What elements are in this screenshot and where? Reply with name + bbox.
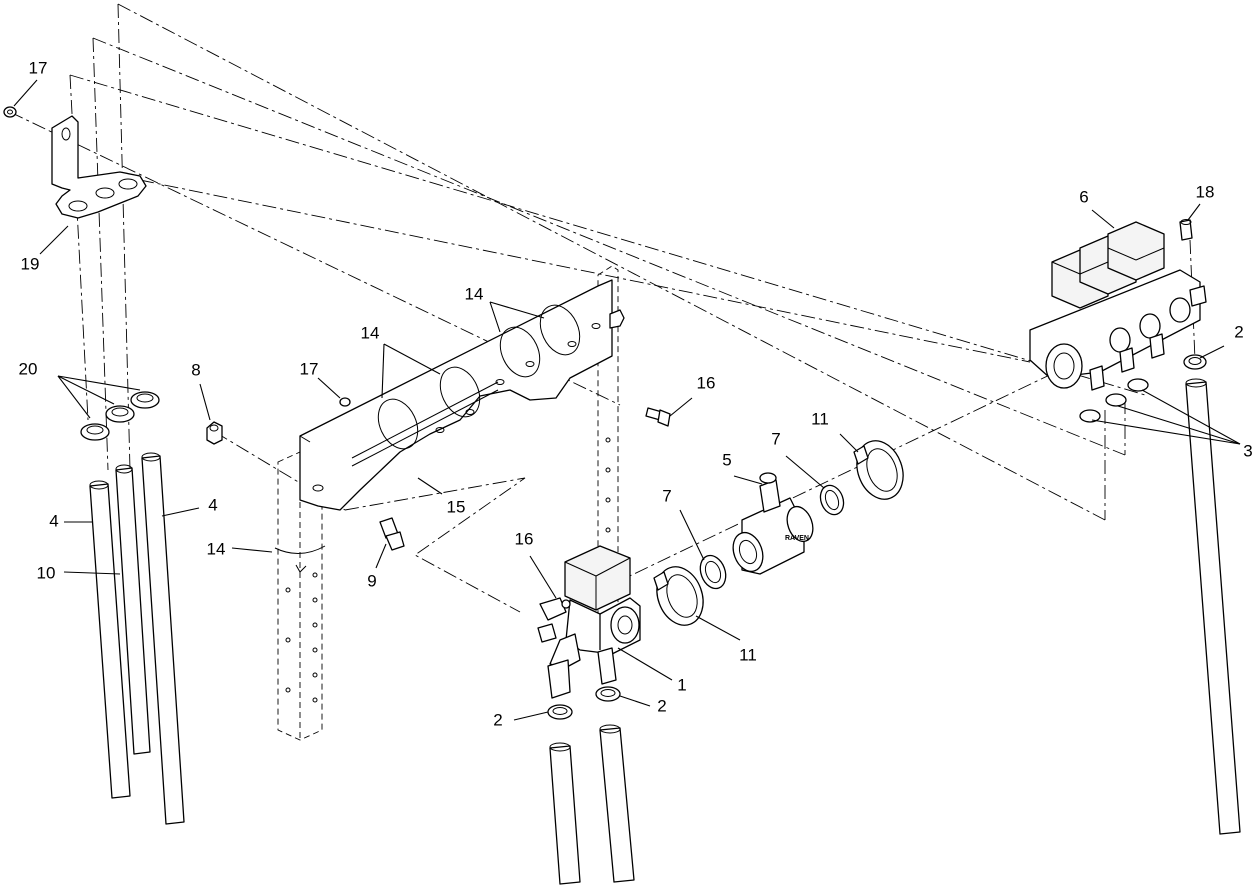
callout-16-valve: 16 — [515, 529, 534, 548]
callout-4-left: 4 — [49, 511, 58, 530]
clamp-11-left — [653, 566, 704, 626]
callout-8: 8 — [191, 360, 200, 379]
callout-15: 15 — [447, 497, 466, 516]
callout-17-plate: 17 — [300, 359, 319, 378]
callout-2-mid: 2 — [657, 696, 666, 715]
nut-8 — [206, 421, 223, 445]
callout-2-left: 2 — [493, 710, 502, 729]
callout-17-top: 17 — [29, 58, 48, 77]
manifold-valve — [1029, 221, 1207, 391]
callout-14-post: 14 — [207, 539, 226, 558]
fitting-18 — [1179, 219, 1193, 241]
flowmeter-brand: RAVEN — [785, 535, 809, 542]
callout-14-plate-right: 14 — [465, 284, 484, 303]
bolt-16-right — [645, 407, 671, 427]
callout-11-right: 11 — [811, 409, 829, 428]
grommets — [80, 391, 160, 441]
callout-4-right: 4 — [208, 495, 217, 514]
callout-5: 5 — [722, 450, 731, 469]
gasket-7-right — [819, 484, 845, 516]
callout-3: 3 — [1243, 441, 1252, 460]
nut-17-plate — [339, 397, 351, 407]
hoses-lower — [549, 378, 1241, 885]
callout-1: 1 — [677, 675, 686, 694]
mounting-plate — [299, 279, 625, 511]
callout-9: 9 — [367, 571, 376, 590]
callout-2-right: 2 — [1234, 322, 1243, 341]
upper-bracket — [51, 115, 147, 219]
flowmeter: RAVEN — [732, 472, 814, 575]
fittings-3 — [1079, 378, 1149, 423]
hose-straps-plate — [377, 304, 581, 450]
callout-7-left: 7 — [662, 486, 671, 505]
leader-lines — [13, 79, 1241, 721]
callout-6: 6 — [1079, 187, 1088, 206]
gasket-7-left — [699, 554, 727, 590]
callout-20: 20 — [19, 359, 38, 378]
single-valve — [537, 545, 641, 699]
callout-7-right: 7 — [771, 429, 780, 448]
callouts: 17 19 20 4 4 10 8 17 14 14 14 15 9 16 16… — [19, 58, 1253, 729]
callout-14-plate-left: 14 — [361, 323, 380, 342]
callout-11-left: 11 — [739, 645, 757, 664]
nut-17-top — [3, 106, 17, 118]
hoses-left — [89, 452, 185, 825]
hose-clamps — [547, 354, 1207, 720]
callout-19: 19 — [21, 254, 40, 273]
bolt-9 — [379, 517, 405, 551]
callout-16-right: 16 — [697, 373, 716, 392]
hose-strap-post — [274, 545, 326, 573]
callout-10: 10 — [37, 563, 56, 582]
callout-18: 18 — [1196, 182, 1215, 201]
clamp-11-right — [853, 440, 904, 500]
